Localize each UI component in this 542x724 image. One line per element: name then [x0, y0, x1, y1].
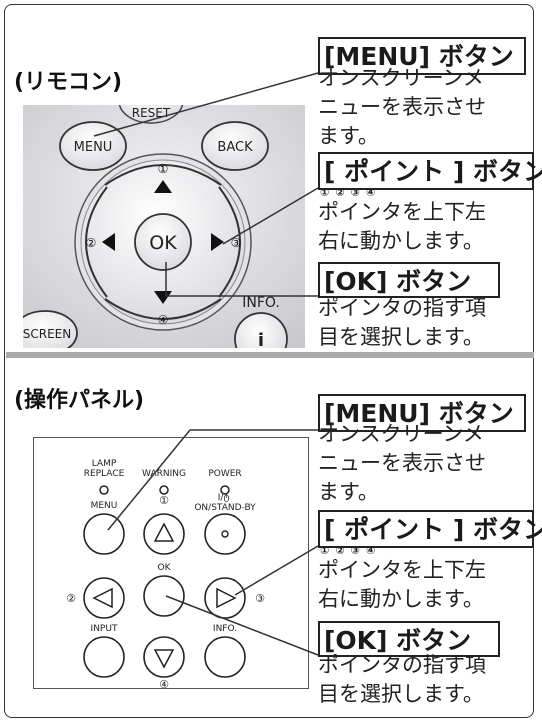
section-divider [6, 352, 534, 358]
remote-photo: RESET MENU BACK ① ④ ② ③ OK INFO. i SCREE… [23, 105, 305, 348]
panel-num2-label: ② [66, 592, 76, 605]
remote-ok-button [134, 213, 192, 271]
panel-num3-label: ③ [255, 592, 265, 605]
remote-point-description: ポインタを上下左 右に動かします。 [318, 200, 486, 253]
warning-label: WARNING [142, 469, 186, 479]
panel-ok-label: OK [158, 563, 172, 573]
panel-down-button [143, 636, 185, 678]
num4-label: ④ [158, 313, 169, 327]
panel-up-button [143, 513, 185, 555]
up-triangle-icon [153, 522, 175, 542]
right-arrow-icon [211, 233, 224, 251]
panel-menu-button [83, 513, 125, 555]
remote-ok-label: OK [149, 232, 177, 254]
standby-label: I/ტ ON/STAND-BY [194, 493, 256, 513]
num2-label: ② [86, 236, 97, 250]
back-label: BACK [217, 140, 253, 155]
panel-right-button [204, 577, 246, 619]
panel-ok-underline [318, 655, 500, 657]
input-label: INPUT [91, 624, 118, 634]
panel-num4-label: ④ [159, 678, 169, 690]
power-indicator [220, 485, 230, 495]
lamp-indicator [99, 485, 109, 495]
info-button [234, 312, 288, 348]
remote-point-underline [318, 188, 534, 190]
panel-ok-description: ポインタの指す項 目を選択します。 [318, 653, 486, 706]
screen-label: SCREEN [23, 327, 71, 341]
remote-menu-label: MENU [74, 140, 113, 155]
panel-info-label: INFO. [213, 624, 237, 634]
panel-num1-label: ① [159, 494, 169, 507]
remote-ok-underline [318, 296, 500, 298]
remote-menu-underline [318, 73, 526, 75]
screen-button [23, 310, 78, 348]
remote-menu-button-label: [MENU] ボタン [318, 37, 526, 73]
remote-ok-button-label: [OK] ボタン [318, 262, 500, 298]
standby-dot-icon [221, 530, 229, 538]
panel-section-title: (操作パネル) [14, 388, 145, 413]
panel-info-button [204, 636, 246, 678]
remote-ok-description: ポインタの指す項 目を選択します。 [318, 296, 486, 349]
standby-button [204, 513, 246, 555]
remote-section-title: (リモコン) [14, 70, 123, 95]
info-label: INFO. [242, 295, 280, 311]
info-i-label: i [258, 330, 264, 348]
down-triangle-icon [153, 649, 175, 669]
panel-menu-underline [318, 430, 526, 432]
panel-point-button-label: [ ポイント ] ボタン [318, 510, 542, 546]
up-arrow-icon [154, 180, 172, 193]
warning-indicator [159, 485, 169, 495]
panel-point-underline [318, 546, 534, 548]
left-arrow-icon [102, 233, 115, 251]
num3-label: ③ [231, 236, 242, 250]
panel-menu-description: オンスクリーンメ ニューを表示させ ます。 [318, 422, 486, 504]
left-triangle-icon [92, 587, 113, 609]
panel-ok-button-label: [OK] ボタン [318, 621, 500, 657]
panel-menu-label: MENU [91, 501, 118, 511]
down-arrow-icon [154, 291, 172, 304]
panel-ok-button [143, 575, 185, 617]
power-label: POWER [208, 469, 241, 479]
panel-left-button [83, 577, 125, 619]
remote-menu-description: オンスクリーンメ ニューを表示させ ます。 [318, 66, 486, 148]
reset-label: RESET [132, 106, 171, 120]
panel-menu-button-label: [MENU] ボタン [318, 394, 526, 430]
num1-label: ① [158, 162, 169, 176]
outer-frame [4, 4, 534, 718]
remote-point-button-label: [ ポイント ] ボタン [318, 152, 542, 188]
panel-point-description: ポインタを上下左 右に動かします。 [318, 558, 486, 611]
input-button [83, 636, 125, 678]
